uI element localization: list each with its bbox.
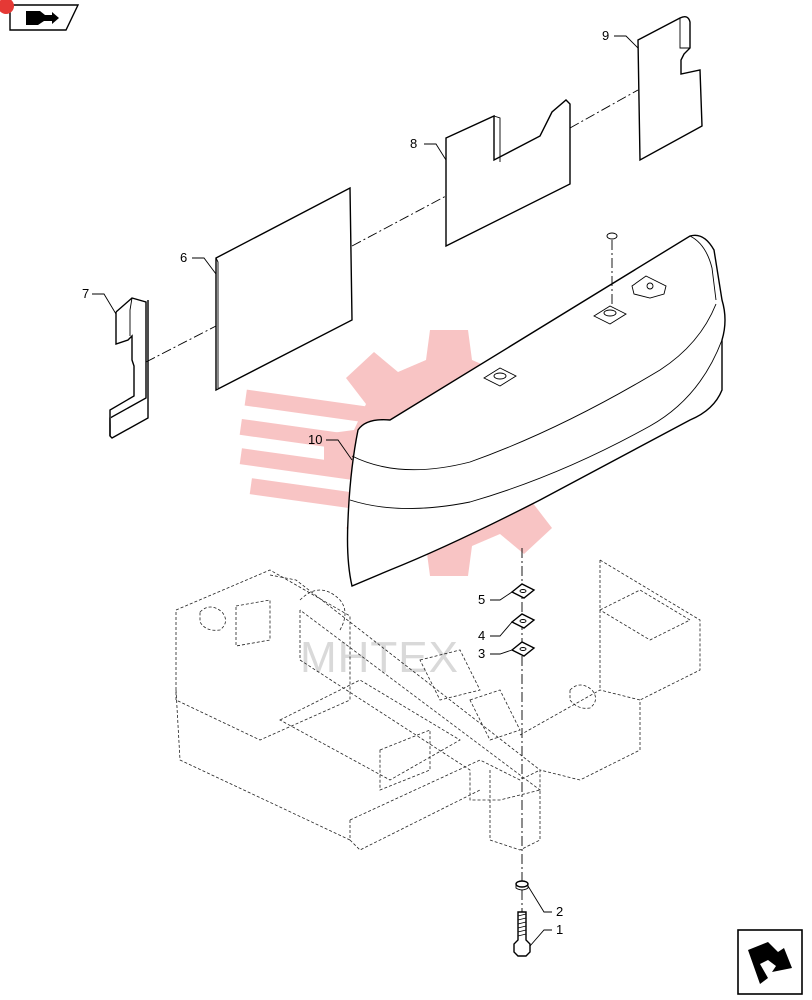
part-9-plate <box>637 15 703 162</box>
part-7-bracket <box>109 297 149 439</box>
washer-stack <box>510 583 536 657</box>
callout-9: 9 <box>602 28 609 43</box>
back-arrow-icon <box>26 11 59 25</box>
lifting-eye-right <box>593 305 627 325</box>
callout-1: 1 <box>556 922 563 937</box>
callout-5: 5 <box>478 592 485 607</box>
callout-7: 7 <box>82 286 89 301</box>
part-6-plate <box>215 186 353 392</box>
back-nav-tab[interactable] <box>0 0 80 31</box>
lifting-bracket <box>631 275 667 299</box>
assembly-lines <box>145 89 639 912</box>
callout-2: 2 <box>556 904 563 919</box>
callout-4: 4 <box>478 628 485 643</box>
callout-10: 10 <box>308 432 322 447</box>
watermark-text: MHTEX <box>300 633 459 682</box>
callout-8: 8 <box>410 136 417 151</box>
bolt-assembly <box>513 880 531 957</box>
lifting-eye-left <box>483 367 517 387</box>
part-8-plate <box>445 99 571 248</box>
forward-arrow-icon <box>748 942 792 984</box>
machine-frame <box>175 559 701 851</box>
callout-3: 3 <box>478 646 485 661</box>
counterweight <box>346 232 726 587</box>
callout-6: 6 <box>180 250 187 265</box>
forward-nav-button[interactable] <box>737 929 803 995</box>
leader-lines <box>92 35 639 947</box>
red-marker-icon <box>0 0 14 14</box>
